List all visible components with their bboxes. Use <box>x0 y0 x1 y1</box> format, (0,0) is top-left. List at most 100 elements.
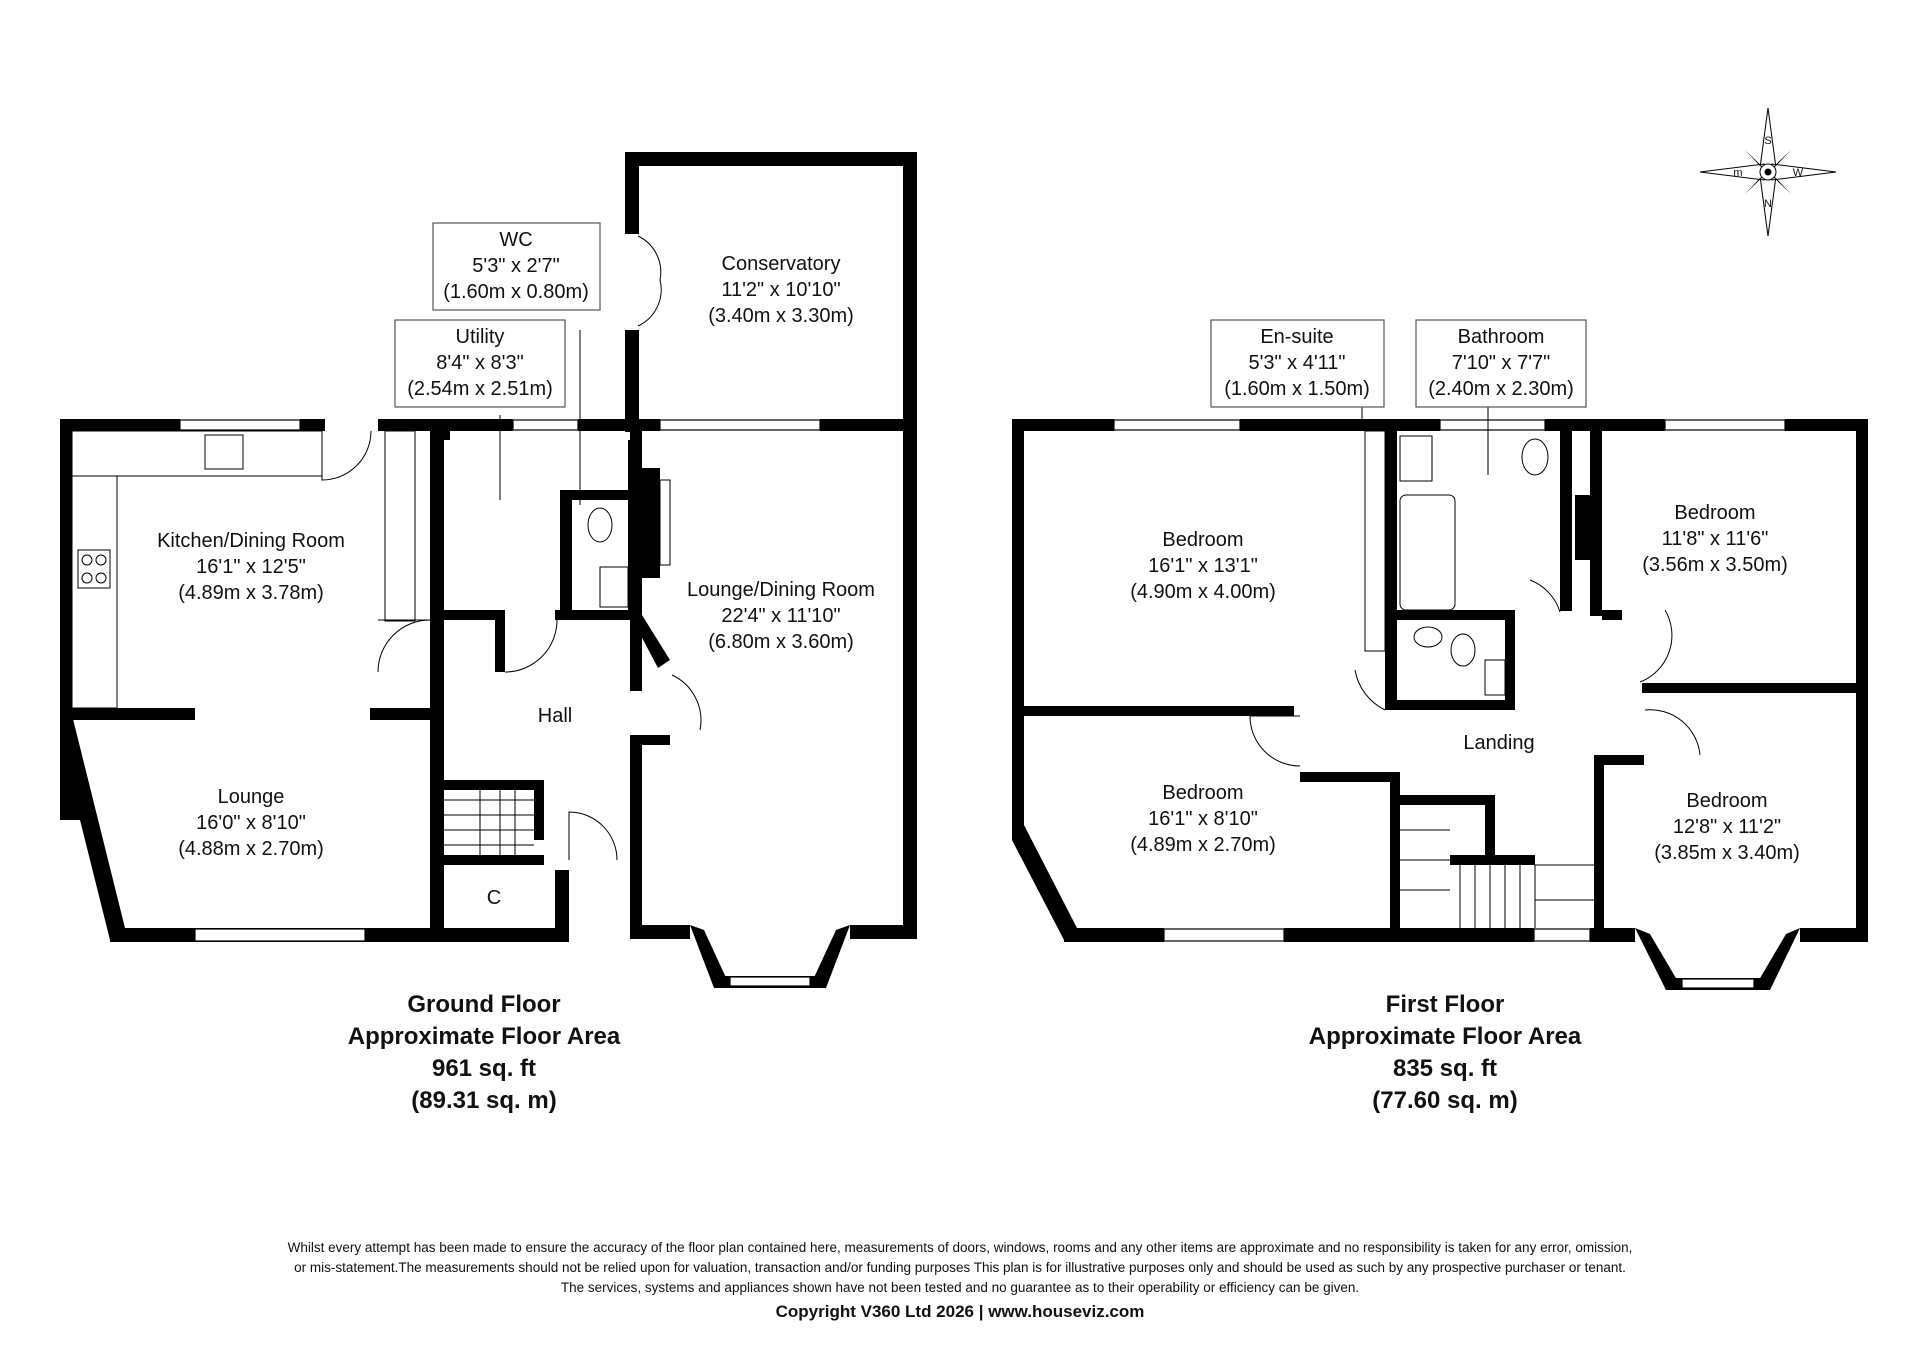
wall <box>625 152 915 166</box>
ground-floor-plan <box>60 152 917 988</box>
window <box>179 419 301 431</box>
window <box>194 928 366 942</box>
lounge-dimensions-metric: (4.88m x 2.70m) <box>178 838 324 860</box>
wall <box>300 419 325 431</box>
lounge-dining-dimensions-metric: (6.80m x 3.60m) <box>708 631 854 653</box>
wall <box>625 152 639 234</box>
compass-south-label: S <box>1764 135 1771 147</box>
ensuite-dimensions: 5'3" x 4'11" <box>1248 352 1345 374</box>
wall <box>1240 419 1440 431</box>
wall <box>60 715 125 940</box>
window <box>1664 419 1786 431</box>
wall <box>812 925 850 988</box>
wall <box>560 490 572 620</box>
basin-icon <box>1399 435 1433 482</box>
window <box>512 419 579 431</box>
hob-ring-icon <box>81 554 93 566</box>
compass-north-label: N <box>1764 198 1772 210</box>
compass-icon: S N m W <box>1699 107 1837 237</box>
kitchen-dimensions-metric: (4.89m x 3.78m) <box>178 582 324 604</box>
shower-icon <box>1484 659 1506 696</box>
door <box>1529 579 1561 613</box>
window <box>1681 978 1755 989</box>
wall <box>630 431 642 691</box>
bathroom-dimensions-metric: (2.40m x 2.30m) <box>1428 378 1574 400</box>
first-floor-area: 835 sq. ft <box>1393 1055 1497 1082</box>
wall <box>1635 928 1680 990</box>
wc-dimensions: 5'3" x 2'7" <box>472 255 559 277</box>
wall <box>690 925 728 988</box>
wall <box>850 925 917 939</box>
door <box>1639 609 1673 683</box>
first-floor-title: First Floor <box>1386 991 1505 1018</box>
hall-name: Hall <box>538 705 572 727</box>
wall <box>60 419 72 719</box>
door <box>321 430 372 481</box>
window <box>1163 928 1285 942</box>
wall <box>444 855 544 865</box>
window <box>1533 928 1591 942</box>
bedroom4-dimensions-metric: (3.85m x 3.40m) <box>1654 842 1800 864</box>
door <box>377 619 431 673</box>
conservatory-dimensions-metric: (3.40m x 3.30m) <box>708 305 854 327</box>
wall <box>430 440 444 938</box>
lounge-dimensions: 16'0" x 8'10" <box>196 812 306 834</box>
ground-floor-area: 961 sq. ft <box>432 1055 536 1082</box>
utility-label-box <box>394 319 566 408</box>
conservatory-dimensions: 11'2" x 10'10" <box>721 279 840 301</box>
wall <box>560 490 640 500</box>
bedroom3-dimensions: 16'1" x 8'10" <box>1148 808 1258 830</box>
toilet-icon <box>587 507 613 543</box>
utility-name: Utility <box>456 326 505 348</box>
first-floor-area-metric: (77.60 sq. m) <box>1372 1087 1517 1114</box>
door <box>568 811 618 861</box>
wall <box>1385 610 1515 620</box>
basin-icon <box>599 566 629 608</box>
wall <box>630 419 660 431</box>
ground-floor-title: Ground Floor <box>407 991 560 1018</box>
kitchen-dimensions: 16'1" x 12'5" <box>196 556 306 578</box>
wall <box>1300 772 1400 782</box>
bedroom1-name: Bedroom <box>1162 529 1243 551</box>
utility-dimensions: 8'4" x 8'3" <box>436 352 523 374</box>
disclaimer-line: Whilst every attempt has been made to en… <box>287 1240 1633 1255</box>
wall <box>1012 419 1114 431</box>
wall <box>1024 706 1294 716</box>
lounge-name: Lounge <box>218 786 285 808</box>
wall <box>1642 683 1868 693</box>
bedroom4-dimensions: 12'8" x 11'2" <box>1673 816 1781 838</box>
wall <box>370 708 434 720</box>
wall <box>1064 928 1164 942</box>
wall <box>444 780 544 790</box>
wall <box>903 152 917 938</box>
toilet-icon <box>1521 438 1549 476</box>
basin-icon <box>1413 626 1443 648</box>
window <box>1113 419 1241 431</box>
lounge-dining-dimensions: 22'4" x 11'10" <box>721 605 840 627</box>
bedroom2-dimensions-metric: (3.56m x 3.50m) <box>1642 554 1788 576</box>
lounge-dining-name: Lounge/Dining Room <box>687 579 875 601</box>
staircase <box>1400 829 1596 928</box>
kitchen-name: Kitchen/Dining Room <box>157 530 345 552</box>
disclaimer: Whilst every attempt has been made to en… <box>110 1238 1810 1298</box>
chimney-breast <box>1575 495 1593 560</box>
wall <box>630 925 690 939</box>
wall <box>1590 431 1602 616</box>
bedroom4-name: Bedroom <box>1686 790 1767 812</box>
ground-floor-area-metric: (89.31 sq. m) <box>411 1087 556 1114</box>
wardrobe <box>1364 430 1386 652</box>
wc-dimensions-metric: (1.60m x 0.80m) <box>443 281 589 303</box>
disclaimer-line: or mis-statement.The measurements should… <box>294 1260 1626 1275</box>
wall <box>630 735 642 938</box>
first-floor-plan <box>1012 330 1868 990</box>
wall <box>1485 795 1495 860</box>
door <box>504 619 558 673</box>
door <box>1354 669 1386 711</box>
wall <box>1450 855 1535 865</box>
bedroom3-name: Bedroom <box>1162 782 1243 804</box>
wall <box>1390 772 1400 938</box>
wall <box>430 420 450 440</box>
bathroom-name: Bathroom <box>1458 326 1545 348</box>
wall <box>630 735 670 745</box>
ensuite-dimensions-metric: (1.60m x 1.50m) <box>1224 378 1370 400</box>
